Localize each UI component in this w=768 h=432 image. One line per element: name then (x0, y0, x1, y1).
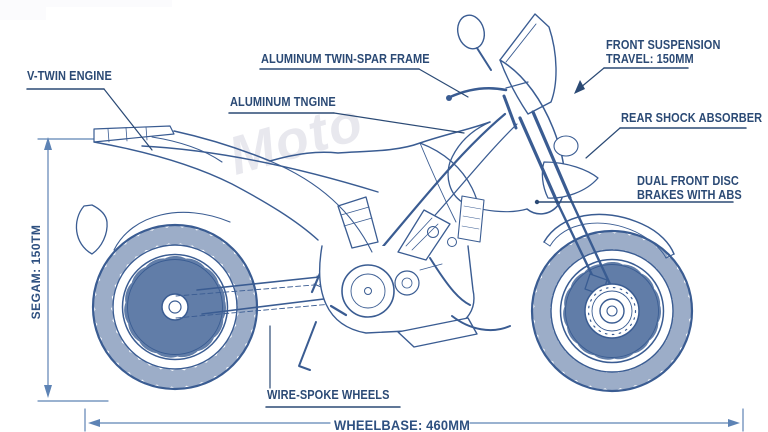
label-dual-front-disc-brakes: DUAL FRONT DISC BRAKES WITH ABS (637, 174, 742, 202)
label-front-suspension-line2: TRAVEL: 150MM (606, 51, 694, 66)
callout-lines (26, 67, 747, 408)
seat-height-dimension (37, 137, 115, 402)
corner-shade (0, 0, 172, 7)
label-front-suspension-travel: FRONT SUSPENSION TRAVEL: 150MM (606, 38, 721, 66)
wheelbase-dimension (84, 408, 744, 432)
seat-height-dimension-text: SEGAM: 150TM (29, 224, 43, 320)
wheelbase-dimension-text: WHEELBASE: 460MM (334, 417, 471, 432)
rear-wheel (91, 223, 259, 391)
label-aluminum-tngine: ALUMINUM TNGINE (230, 95, 336, 109)
label-front-suspension-line1: FRONT SUSPENSION (606, 38, 721, 52)
label-wire-spoke-wheels: WIRE-SPOKE WHEELS (267, 388, 390, 402)
label-rear-shock-absorber: REAR SHOCK ABSORBER (621, 111, 763, 125)
label-v-twin-engine: V-TWIN ENGINE (27, 69, 112, 83)
bodywork (75, 13, 599, 371)
label-aluminum-twin-spar-frame: ALUMINUM TWIN-SPAR FRAME (261, 52, 430, 66)
label-dual-front-disc-line2: BRAKES WITH ABS (637, 187, 742, 202)
label-dual-front-disc-line1: DUAL FRONT DISC (637, 174, 739, 188)
front-wheel (530, 229, 694, 393)
corner-shade (0, 0, 46, 20)
engine (319, 196, 511, 348)
